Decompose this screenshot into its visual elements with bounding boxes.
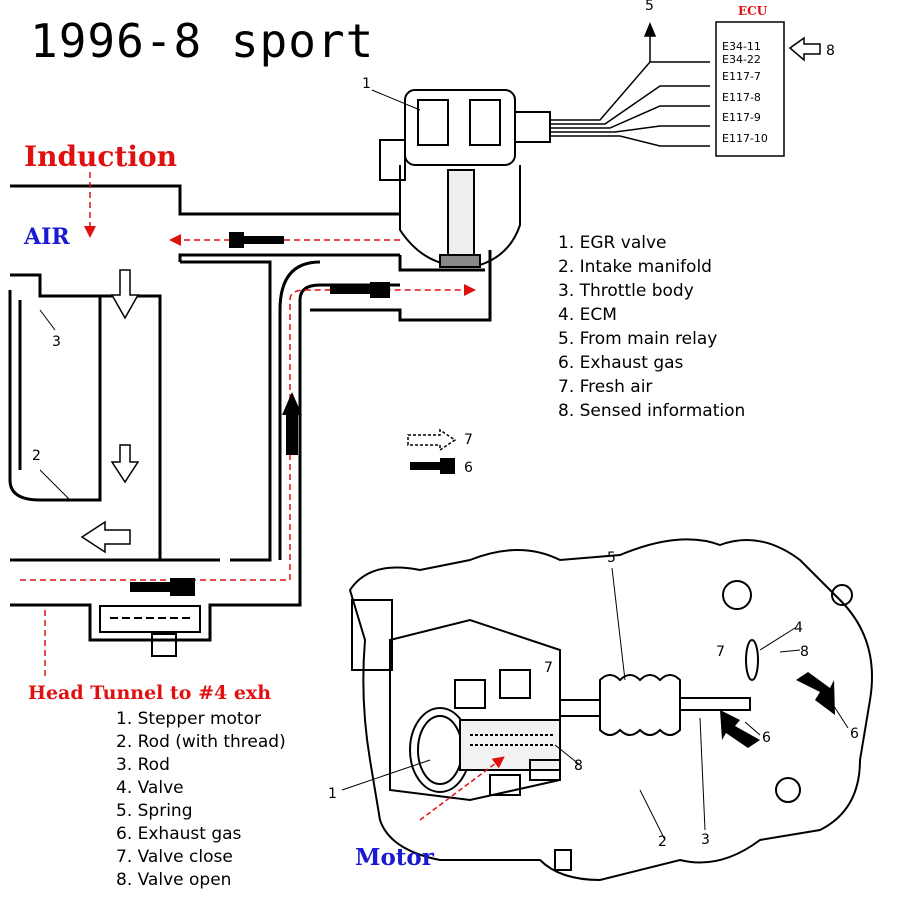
callout-top-5: 5 (645, 0, 654, 14)
legend-item: 2. Intake manifold (558, 257, 712, 277)
legend-item: 7. Fresh air (558, 377, 653, 397)
callout-top-3: 3 (52, 334, 61, 350)
legend-item: 5. Spring (116, 801, 193, 821)
callout-bottom-7b: 7 (716, 644, 725, 660)
exhaust-flow-dashed (20, 172, 476, 680)
legend-item: 6. Exhaust gas (558, 353, 684, 373)
ecu-pin: E117-8 (722, 90, 761, 104)
callout-bottom-2: 2 (658, 834, 667, 850)
callout-bottom-6b: 6 (850, 726, 859, 742)
page-title: 1996-8 sport (30, 14, 375, 68)
fresh-air-arrows (80, 269, 457, 554)
legend-item: 1. Stepper motor (116, 709, 261, 729)
callout-top-7: 7 (464, 432, 473, 448)
callout-bottom-3: 3 (701, 832, 710, 848)
callout-bottom-1: 1 (328, 786, 337, 802)
callout-top-1: 1 (362, 76, 371, 92)
head-tunnel-label: Head Tunnel to #4 exh (28, 682, 272, 704)
ecu-pin: E117-10 (722, 131, 768, 145)
legend-item: 5. From main relay (558, 329, 718, 349)
intake-manifold (8, 184, 492, 642)
induction-label: Induction (24, 140, 178, 173)
air-label: AIR (24, 224, 70, 250)
bottom-flow-arrows (720, 672, 835, 748)
legend-item: 6. Exhaust gas (116, 824, 242, 844)
egr-valve-top (379, 89, 551, 268)
ecu-pin: E34-22 (722, 53, 761, 66)
ecu-pin: E117-7 (722, 70, 761, 83)
legend-item: 8. Sensed information (558, 401, 746, 421)
leader-lines-top (39, 89, 421, 501)
ecu-pin-list: E34-11 E34-22 E117-7 E117-8 E117-9 E117-… (722, 41, 768, 149)
callout-bottom-6a: 6 (762, 730, 771, 746)
callout-bottom-8b: 8 (800, 644, 809, 660)
legend-item: 2. Rod (with thread) (116, 732, 286, 752)
legend-item: 3. Throttle body (558, 281, 694, 301)
legend-item: 3. Rod (116, 755, 170, 775)
legend-top: 1. EGR valve 2. Intake manifold 3. Throt… (558, 231, 745, 423)
stepper-motor-cutaway (348, 538, 873, 882)
leader-lines-bottom (341, 567, 849, 841)
legend-item: 7. Valve close (116, 847, 233, 867)
legend-item: 1. EGR valve (558, 233, 667, 253)
bottom-flow-dashed (419, 756, 505, 821)
motor-label: Motor (355, 844, 434, 871)
black-flow-arrows (130, 232, 455, 596)
callout-bottom-4: 4 (794, 620, 803, 636)
legend-item: 4. Valve (116, 778, 184, 798)
ecu-title: ECU (738, 4, 768, 18)
legend-bottom: 1. Stepper motor 2. Rod (with thread) 3.… (116, 708, 286, 892)
ecu-pin: E117-9 (722, 111, 761, 124)
legend-item: 4. ECM (558, 305, 617, 325)
water-tank (99, 605, 201, 657)
legend-item: 8. Valve open (116, 870, 232, 890)
ecu-wiring (550, 22, 710, 147)
callout-top-2: 2 (32, 448, 41, 464)
callout-bottom-8a: 8 (574, 758, 583, 774)
ecu-box (715, 21, 821, 157)
callout-bottom-7a: 7 (544, 660, 553, 676)
callout-top-8: 8 (826, 43, 835, 59)
callout-bottom-5: 5 (607, 550, 616, 566)
ecu-pin: E34-11 (722, 40, 761, 53)
callout-top-6: 6 (464, 460, 473, 476)
